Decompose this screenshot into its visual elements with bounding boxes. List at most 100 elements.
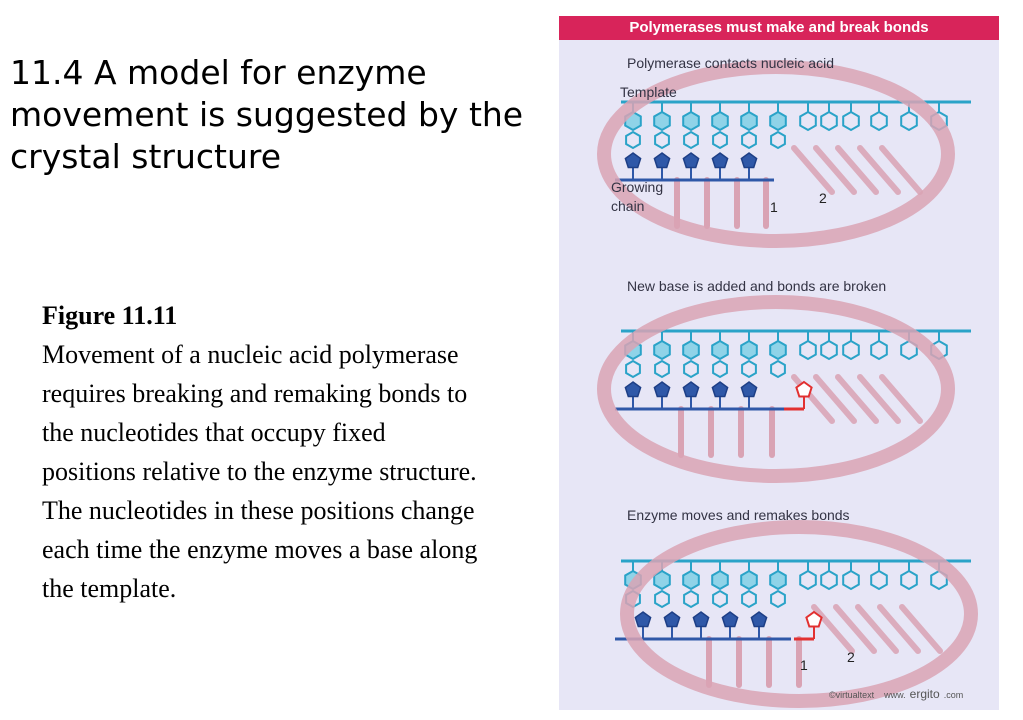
- template-base: [769, 110, 787, 132]
- template-base: [900, 569, 918, 591]
- template-base-pair: [683, 130, 699, 150]
- chain-base: [624, 152, 642, 169]
- figure-header: Polymerases must make and break bonds: [559, 16, 999, 40]
- position-1-label: 1: [770, 199, 778, 215]
- credit-end: .com: [944, 690, 964, 700]
- chain-base: [711, 381, 729, 398]
- enzyme-stripe: [813, 145, 857, 195]
- template-base-pair: [770, 589, 786, 609]
- enzyme-stripe: [835, 145, 879, 195]
- chain-base: [663, 611, 681, 628]
- chain-base: [624, 381, 642, 398]
- template-base: [799, 339, 817, 361]
- template-base-pair: [683, 359, 699, 379]
- chain-base: [750, 611, 768, 628]
- template-base-pair: [625, 359, 641, 379]
- template-base-pair: [683, 589, 699, 609]
- enzyme-stripe: [877, 604, 921, 654]
- template-base-pair: [712, 130, 728, 150]
- chain-base: [653, 152, 671, 169]
- panel-3-heading: Enzyme moves and remakes bonds: [627, 507, 850, 523]
- enzyme-stripe: [879, 374, 923, 424]
- template-base-pair: [741, 130, 757, 150]
- template-base: [820, 569, 838, 591]
- enzyme-stripe: [835, 374, 879, 424]
- credit-brand: ergito: [910, 687, 940, 701]
- template-base: [820, 339, 838, 361]
- new-base: [805, 610, 823, 628]
- template-base: [682, 339, 700, 361]
- polymerase-enzyme-ring: [597, 60, 955, 248]
- template-base-pair: [741, 359, 757, 379]
- template-base: [799, 110, 817, 132]
- enzyme-stripe: [811, 604, 855, 654]
- enzyme-stripe: [791, 374, 835, 424]
- template-base: [870, 110, 888, 132]
- enzyme-stripe: [899, 604, 943, 654]
- growing-chain-label-1: Growing: [611, 179, 663, 195]
- template-base: [842, 110, 860, 132]
- diagram-drawing: [597, 60, 978, 708]
- figure-credit: ©virtualtext www. ergito .com: [829, 685, 963, 702]
- template-base: [682, 110, 700, 132]
- template-base: [842, 569, 860, 591]
- template-base-pair: [712, 359, 728, 379]
- enzyme-stripe: [857, 145, 901, 195]
- growing-chain-label-2: chain: [611, 198, 644, 214]
- chain-base: [711, 152, 729, 169]
- chain-base: [682, 381, 700, 398]
- template-base: [711, 569, 729, 591]
- credit-left: ©virtualtext: [829, 690, 875, 700]
- polymerase-enzyme-ring: [597, 295, 955, 483]
- chain-base: [634, 611, 652, 628]
- figure-label: Figure 11.11: [42, 301, 178, 330]
- template-base: [870, 339, 888, 361]
- panel-1-heading: Polymerase contacts nucleic acid: [627, 55, 834, 71]
- template-base-pair: [625, 130, 641, 150]
- chain-base: [721, 611, 739, 628]
- template-base: [711, 110, 729, 132]
- chain-base: [740, 152, 758, 169]
- template-base: [769, 569, 787, 591]
- position-1-label-moved: 1: [800, 657, 808, 673]
- enzyme-stripe: [791, 145, 835, 195]
- enzyme-stripe: [833, 604, 877, 654]
- chain-base: [682, 152, 700, 169]
- template-base-pair: [654, 130, 670, 150]
- template-base: [711, 339, 729, 361]
- template-base: [682, 569, 700, 591]
- template-base: [769, 339, 787, 361]
- polymerase-diagram: Polymerase contacts nucleic acid Templat…: [597, 55, 978, 708]
- enzyme-stripe: [813, 374, 857, 424]
- template-base: [870, 569, 888, 591]
- template-base: [740, 110, 758, 132]
- template-base-pair: [654, 589, 670, 609]
- credit-mid: www.: [883, 690, 906, 700]
- figure-caption: Figure 11.11 Movement of a nucleic acid …: [42, 296, 482, 608]
- template-base-pair: [770, 359, 786, 379]
- template-base-pair: [770, 130, 786, 150]
- enzyme-stripe: [857, 374, 901, 424]
- enzyme-stripe: [855, 604, 899, 654]
- position-2-label: 2: [819, 190, 827, 206]
- polymerase-figure: Polymerase contacts nucleic acid Templat…: [559, 16, 999, 710]
- position-2-label-moved: 2: [847, 649, 855, 665]
- chain-base: [653, 381, 671, 398]
- caption-text: Movement of a nucleic acid polymerase re…: [42, 340, 478, 603]
- template-base-pair: [741, 589, 757, 609]
- template-base-pair: [712, 589, 728, 609]
- template-base: [653, 339, 671, 361]
- template-base: [740, 569, 758, 591]
- chain-base: [692, 611, 710, 628]
- template-base: [842, 339, 860, 361]
- polymerase-enzyme-ring: [620, 520, 978, 708]
- chain-base: [740, 381, 758, 398]
- new-base: [795, 380, 813, 398]
- template-base: [740, 339, 758, 361]
- enzyme-stripe: [879, 145, 923, 195]
- template-base: [799, 569, 817, 591]
- template-base: [653, 110, 671, 132]
- template-base-pair: [654, 359, 670, 379]
- panel-2-heading: New base is added and bonds are broken: [627, 278, 886, 294]
- template-base: [820, 110, 838, 132]
